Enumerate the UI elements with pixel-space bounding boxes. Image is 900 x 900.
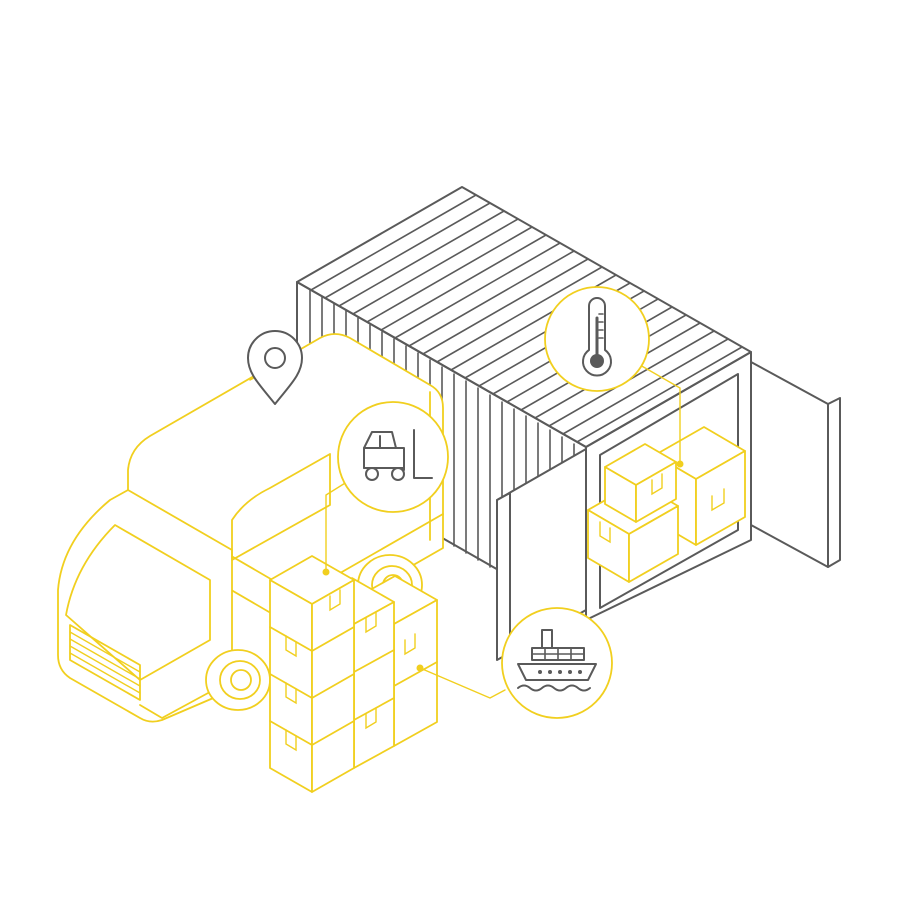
stack-box-label <box>329 589 341 612</box>
delivery-truck <box>57 333 444 723</box>
stack-box-seam <box>353 649 395 673</box>
cargo-box-label <box>651 473 663 496</box>
location-pin-icon <box>247 330 303 405</box>
cargo-ship-icon <box>517 629 597 692</box>
connector-dot <box>676 460 684 468</box>
thermometer-icon <box>582 297 612 377</box>
stack-box-seam <box>269 626 313 652</box>
truck-side-window <box>231 453 331 561</box>
cargo-box-right <box>628 505 679 583</box>
container-right-door-edge <box>827 397 841 568</box>
forklift-badge <box>337 401 449 513</box>
stack-box-seam <box>353 697 395 721</box>
connector-ship <box>419 667 506 699</box>
connector-dot <box>322 568 330 576</box>
stack-box-label <box>285 682 297 705</box>
ship-badge <box>501 607 613 719</box>
stack-box-label <box>285 729 297 752</box>
stack-box-label <box>365 707 377 730</box>
stack-box-label <box>365 611 377 634</box>
container-cargo-boxes <box>587 426 746 583</box>
container-right-door <box>750 361 829 568</box>
stack-box-seam <box>393 661 438 687</box>
thermometer-badge <box>544 286 650 392</box>
truck-grille <box>69 624 141 701</box>
container-left-door <box>496 448 587 661</box>
connector-thermometer <box>639 364 681 465</box>
stack-box-seam <box>269 720 313 746</box>
connector-dot <box>416 664 424 672</box>
truck-front-wheel <box>205 649 271 711</box>
stack-box-seam <box>311 626 355 652</box>
connector-forklift <box>325 479 351 573</box>
cargo-box-right <box>695 450 746 546</box>
cargo-box-label <box>599 521 611 544</box>
stack-box-label <box>285 635 297 658</box>
cargo-box-label <box>711 488 725 512</box>
container-left-door-edge <box>496 492 511 653</box>
stack-box-seam <box>311 720 355 746</box>
stack-box-seam <box>311 673 355 699</box>
box-stack <box>269 555 438 793</box>
stack-box-seam <box>269 673 313 699</box>
stack-box-label <box>404 633 416 656</box>
forklift-icon <box>363 429 433 481</box>
truck-windshield <box>65 524 211 681</box>
